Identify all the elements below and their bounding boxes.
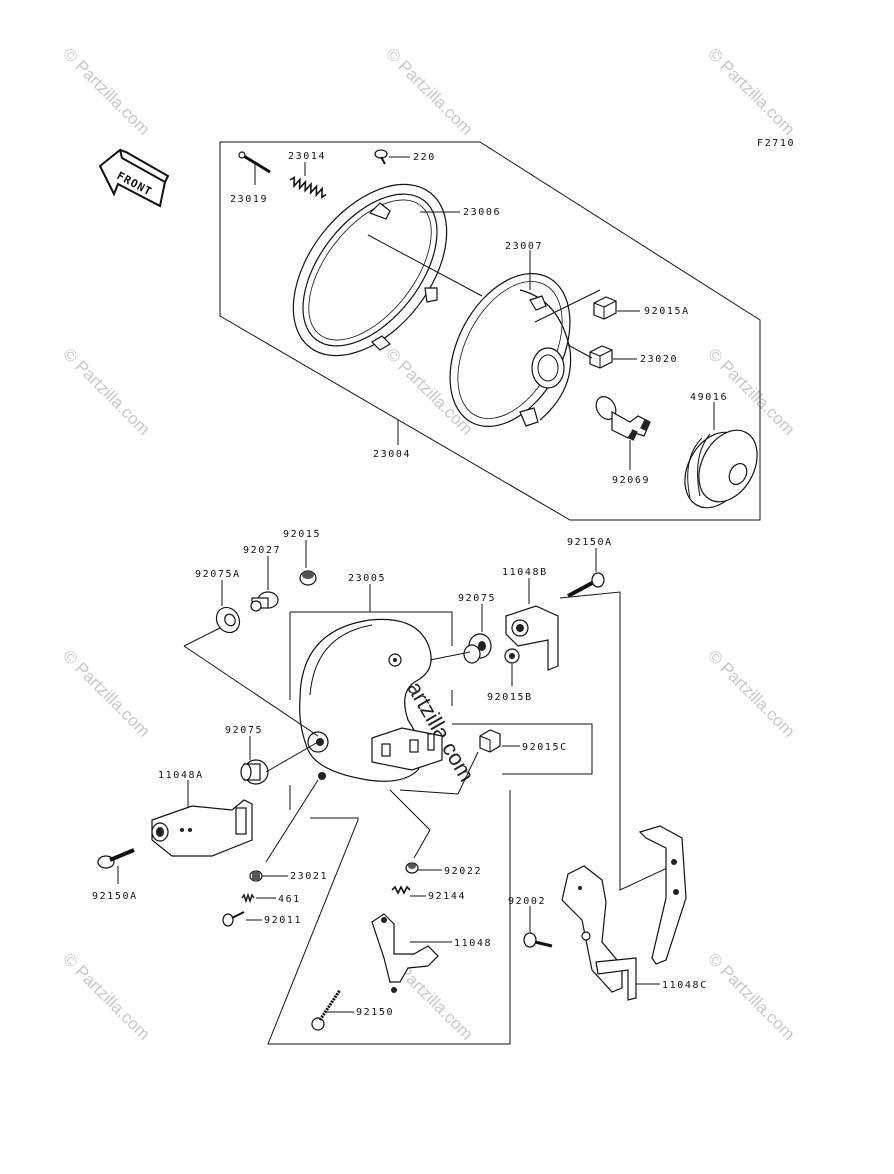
label-92069: 92069	[612, 475, 650, 486]
bracket-11048	[371, 913, 439, 993]
rubber-cap-49016	[684, 429, 758, 509]
lower-frame	[267, 790, 511, 1045]
label-92002: 92002	[508, 896, 546, 907]
label-11048C: 11048C	[662, 980, 708, 991]
label-92015A: 92015A	[644, 306, 690, 317]
grommet-92075A	[215, 606, 241, 634]
headlight-rim-23006	[292, 183, 448, 357]
watermark: © Partzilla.com	[704, 646, 798, 740]
bulb-92069	[595, 396, 651, 441]
label-23005: 23005	[348, 573, 386, 584]
label-23006: 23006	[463, 207, 501, 218]
label-92011: 92011	[264, 915, 302, 926]
bolt-92150A-left	[97, 848, 135, 869]
watermark: © Partzilla.com	[59, 344, 153, 438]
spring-461	[241, 892, 255, 904]
label-92150A-left: 92150A	[92, 891, 138, 902]
grommet-92075-left	[240, 759, 269, 785]
label-92144: 92144	[428, 891, 466, 902]
part-92022	[405, 862, 419, 874]
clip-92015A	[593, 296, 617, 320]
label-23004: 23004	[373, 449, 411, 460]
front-arrow-icon: FRONT	[98, 148, 170, 208]
label-461: 461	[278, 894, 301, 905]
label-11048: 11048	[454, 938, 492, 949]
label-92015B: 92015B	[487, 692, 533, 703]
watermark: © Partzilla.com	[59, 949, 153, 1043]
watermark: © Partzilla.com	[704, 44, 798, 138]
figure-code: F2710	[757, 138, 795, 149]
nut-92015B	[504, 648, 520, 664]
label-92015: 92015	[283, 529, 321, 540]
label-92027: 92027	[243, 545, 281, 556]
label-49016: 49016	[690, 392, 728, 403]
screw-23019	[238, 151, 271, 174]
headlight-housing-23005	[299, 618, 443, 782]
bolt-92150	[311, 989, 342, 1031]
bracket-11048C	[561, 825, 687, 1001]
nut-92015	[299, 570, 317, 586]
watermark: © Partzilla.com	[59, 44, 153, 138]
label-92150A-top: 92150A	[567, 537, 613, 548]
bracket-11048B	[505, 605, 559, 671]
watermark: © Partzilla.com	[382, 44, 476, 138]
label-92022: 92022	[444, 866, 482, 877]
watermark: © Partzilla.com	[704, 949, 798, 1043]
bracket-11048A	[151, 799, 253, 857]
label-23007: 23007	[505, 241, 543, 252]
lens-unit-23007	[449, 272, 572, 428]
label-220: 220	[413, 152, 436, 163]
grommet-92075-right	[463, 633, 492, 664]
label-92075-left: 92075	[225, 725, 263, 736]
spring-23014	[289, 175, 327, 199]
label-23020: 23020	[640, 354, 678, 365]
label-92075-right: 92075	[458, 593, 496, 604]
bolt-92150A-top	[567, 572, 605, 598]
assembly-frame-23004	[219, 141, 761, 521]
watermark: © Partzilla.com	[59, 646, 153, 740]
label-23019: 23019	[230, 194, 268, 205]
screw-92011	[222, 911, 245, 927]
label-92015C: 92015C	[522, 742, 568, 753]
label-23014: 23014	[288, 151, 326, 162]
bolt-92002	[523, 932, 553, 948]
screw-220	[374, 149, 388, 165]
collar-92027	[250, 591, 279, 612]
label-11048B: 11048B	[502, 567, 548, 578]
label-92075A: 92075A	[195, 569, 241, 580]
spring-92144	[391, 885, 411, 895]
label-11048A: 11048A	[158, 770, 204, 781]
label-92150: 92150	[356, 1007, 394, 1018]
label-23021: 23021	[290, 871, 328, 882]
clip-92015C	[479, 729, 501, 753]
part-23021	[249, 870, 263, 882]
clip-23020	[589, 345, 613, 369]
